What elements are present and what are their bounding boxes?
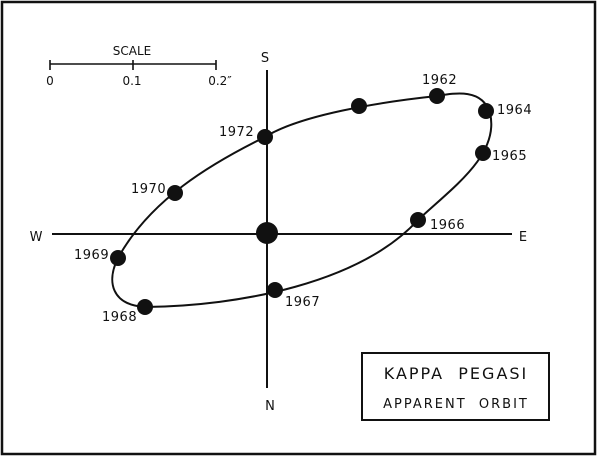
title-box: KAPPA PEGASI APPARENT ORBIT [361, 352, 550, 421]
year-label-1964: 1964 [497, 103, 532, 118]
scale-tick-label-0: 0 [46, 74, 54, 88]
year-label-1972: 1972 [219, 125, 254, 140]
orbit-point-1970 [167, 185, 183, 201]
orbit-points [110, 88, 494, 315]
orbit-ellipse [111, 92, 493, 309]
south-label: S [261, 51, 269, 66]
title-line-1: KAPPA PEGASI [384, 364, 529, 383]
orbit-point-1972 [257, 129, 273, 145]
orbit-point-unlabeled [351, 98, 367, 114]
primary-star [256, 222, 278, 244]
year-labels: 1962 1964 1965 1966 1967 1968 1969 1970 … [74, 73, 532, 325]
year-label-1966: 1966 [430, 218, 465, 233]
scale-bar: SCALE 0 0.1 0.2″ [46, 44, 232, 88]
title-box-frame [361, 352, 550, 421]
year-label-1965: 1965 [492, 149, 527, 164]
year-label-1970: 1970 [131, 182, 166, 197]
scale-tick-label-2: 0.2″ [208, 74, 232, 88]
east-label: E [519, 230, 527, 245]
orbit-point-1968 [137, 299, 153, 315]
orbit-point-1964 [478, 103, 494, 119]
year-label-1967: 1967 [285, 295, 320, 310]
title-line-2: APPARENT ORBIT [383, 397, 529, 412]
orbit-point-1967 [267, 282, 283, 298]
west-label: W [30, 230, 43, 245]
year-label-1962: 1962 [422, 73, 457, 88]
orbit-point-1962 [429, 88, 445, 104]
scale-tick-label-1: 0.1 [122, 74, 141, 88]
orbit-point-1965 [475, 145, 491, 161]
orbit-point-1966 [410, 212, 426, 228]
year-label-1968: 1968 [102, 310, 137, 325]
north-label: N [265, 399, 275, 414]
year-label-1969: 1969 [74, 248, 109, 263]
orbit-point-1969 [110, 250, 126, 266]
scale-label: SCALE [113, 44, 151, 58]
